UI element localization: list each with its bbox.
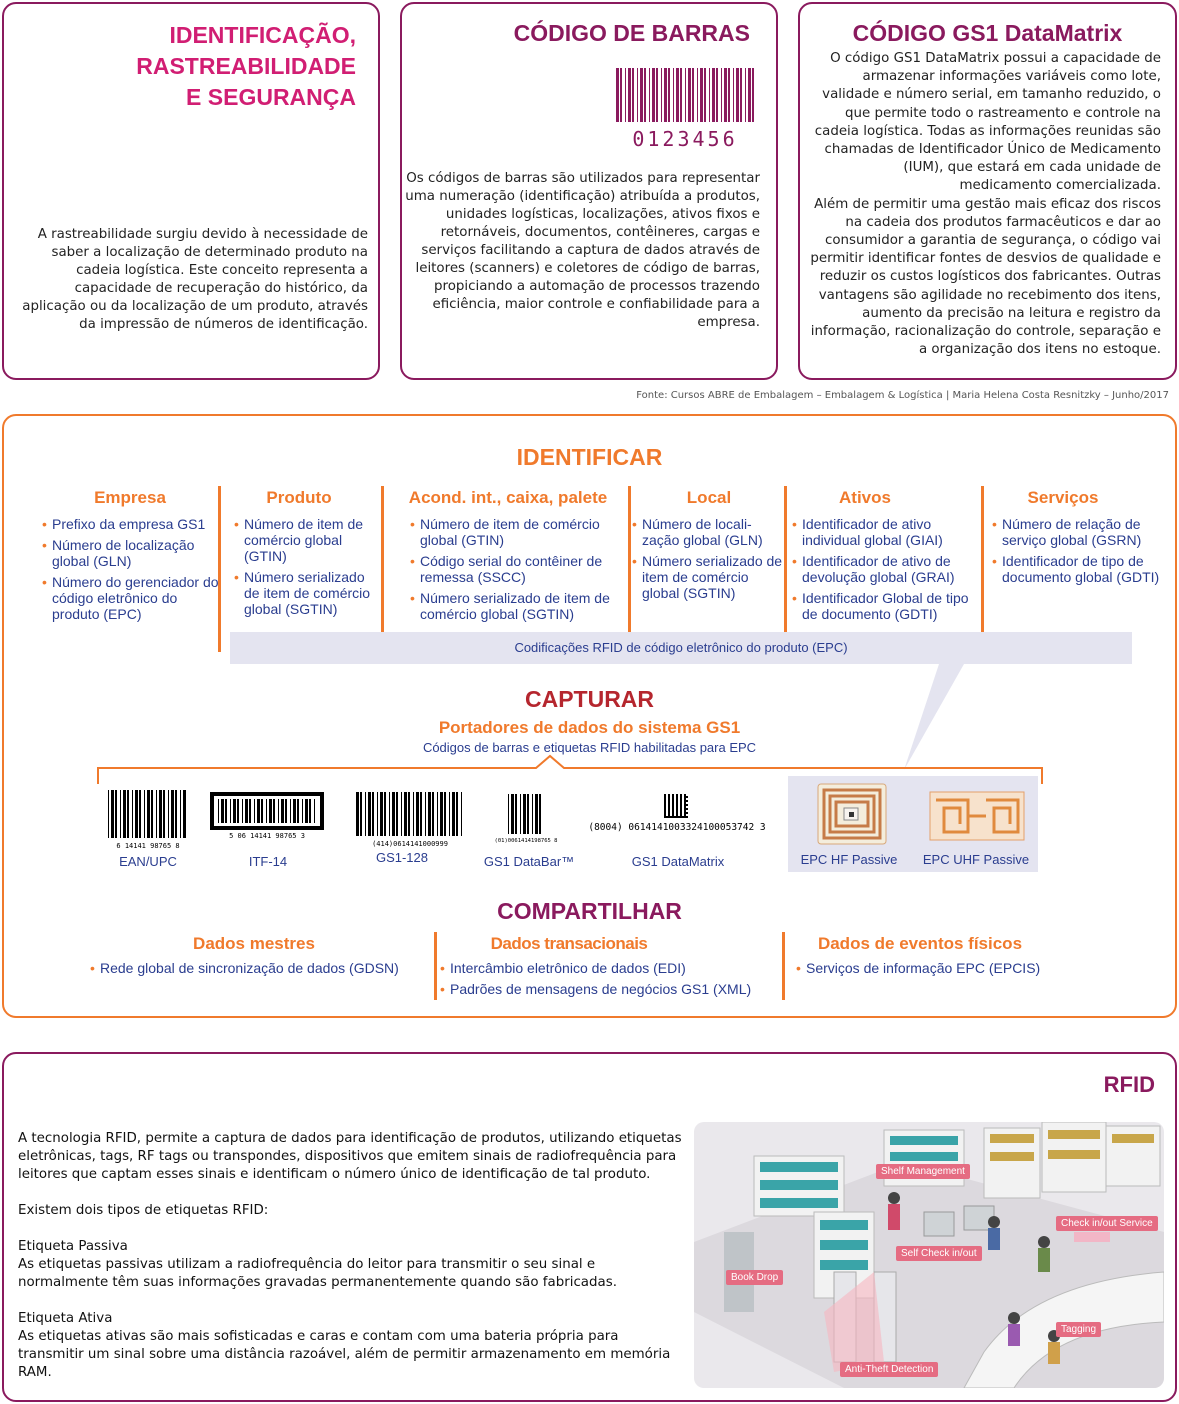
rfid-text: A tecnologia RFID, permite a captura de … <box>18 1131 682 1380</box>
share-divider <box>434 932 437 1000</box>
carrier-label-itf14: ITF-14 <box>248 854 288 869</box>
carrier-label-epc-uhf: EPC UHF Passive <box>922 852 1030 867</box>
carrier-label-gs1-128: GS1-128 <box>375 850 429 865</box>
gs1-databar-barcode: (01)0061414198765 8 <box>495 794 558 844</box>
col-empresa-list: Prefixo da empresa GS1 Número de localiz… <box>42 516 220 627</box>
scene-tag-bookdrop: Book Drop <box>726 1270 784 1285</box>
carrier-label-ean: EAN/UPC <box>119 854 177 869</box>
carriers-title: Portadores de dados do sistema GS1 <box>438 718 741 737</box>
carrier-label-datamatrix: GS1 DataMatrix <box>631 854 725 869</box>
barcode-title: CÓDIGO DE BARRAS <box>513 20 750 46</box>
barcode-text: Os códigos de barras são utilizados para… <box>405 171 760 330</box>
scene-tag-checkinout: Check in/out Service <box>1056 1216 1158 1231</box>
share-master-list: Rede global de sincronização de dados (G… <box>90 960 440 981</box>
rfid-epc-band: Codificações RFID de código eletrônico d… <box>230 632 1132 664</box>
col-servicos-list: Número de relação de serviço global (GSR… <box>992 516 1162 590</box>
epc-uhf-tag-icon <box>929 791 1025 841</box>
datamatrix-title: CÓDIGO GS1 DataMatrix <box>852 20 1123 46</box>
col-produto-list: Número de item de comércio global (GTIN)… <box>234 516 382 622</box>
barcode-illustration: 0123456 <box>616 68 754 150</box>
traceability-title: IDENTIFICAÇÃO, RASTREABILIDADE E SEGURAN… <box>136 22 356 110</box>
svg-text:(01)0061414198765 8: (01)0061414198765 8 <box>495 838 558 844</box>
traceability-text: A rastreabilidade surgiu devido à necess… <box>22 227 368 332</box>
ean-upc-barcode: 6 14141 98765 8 <box>108 790 186 850</box>
rfid-title: RFID <box>1103 1072 1155 1097</box>
carrier-label-epc-hf: EPC HF Passive <box>800 852 898 867</box>
source-credit: Fonte: Cursos ABRE de Embalagem – Embala… <box>636 390 1169 401</box>
col-local-list: Número de locali-zação global (GLN) Núme… <box>632 516 784 606</box>
col-acond-list: Número de item de comércio global (GTIN)… <box>410 516 628 627</box>
col-divider <box>784 486 787 632</box>
svg-text:(8004) 0614141003324100053742: (8004) 0614141003324100053742 3 <box>588 822 765 833</box>
rfid-library-illustration: Shelf Management Check in/out Service Se… <box>694 1122 1164 1388</box>
capture-title: CAPTURAR <box>524 686 655 712</box>
share-transactional-list: Intercâmbio eletrônico de dados (EDI) Pa… <box>440 960 786 1002</box>
col-divider <box>381 486 384 632</box>
col-divider <box>218 486 221 652</box>
library-scene-drawing <box>694 1122 1164 1388</box>
scene-tag-shelf: Shelf Management <box>876 1164 970 1179</box>
carrier-label-databar: GS1 DataBar™ <box>483 854 575 869</box>
col-empresa-title: Empresa <box>94 488 166 507</box>
identify-title: IDENTIFICAR <box>516 444 663 470</box>
gs1-128-barcode: (414)0614141000999 <box>356 792 462 848</box>
traceability-box: IDENTIFICAÇÃO, RASTREABILIDADE E SEGURAN… <box>2 2 380 380</box>
datamatrix-text: O código GS1 DataMatrix possui a capacid… <box>810 51 1161 358</box>
share-divider <box>782 932 785 1000</box>
barcode-digits: 0123456 <box>632 127 737 150</box>
scene-tag-tagging: Tagging <box>1056 1322 1102 1337</box>
gs1-system-panel: IDENTIFICAR Empresa Prefixo da empresa G… <box>2 414 1177 1018</box>
svg-text:5 06 14141 98765 3: 5 06 14141 98765 3 <box>229 832 305 840</box>
col-divider <box>981 486 984 632</box>
svg-text:6 14141 98765 8: 6 14141 98765 8 <box>116 842 179 850</box>
scene-tag-antitheft: Anti-Theft Detection <box>840 1362 939 1377</box>
share-events-list: Serviços de informação EPC (EPCIS) <box>796 960 1096 981</box>
col-divider <box>628 486 631 632</box>
share-transactional-title: Dados transacionais <box>490 934 648 953</box>
col-local-title: Local <box>686 488 732 507</box>
col-acond-title: Acond. int., caixa, palete <box>408 488 608 507</box>
rfid-box: RFID A tecnologia RFID, permite a captur… <box>2 1052 1177 1402</box>
col-ativos-title: Ativos <box>839 488 891 507</box>
col-produto-title: Produto <box>266 488 332 507</box>
col-servicos-title: Serviços <box>1027 488 1099 507</box>
carriers-subtitle: Códigos de barras e etiquetas RFID habil… <box>422 740 757 755</box>
epc-hf-tag-icon <box>817 783 887 845</box>
barcode-box: CÓDIGO DE BARRAS 0123456 Os códigos de b… <box>400 2 778 380</box>
datamatrix-box: CÓDIGO GS1 DataMatrix O código GS1 DataM… <box>798 2 1177 380</box>
gs1-datamatrix-code: (8004) 0614141003324100053742 3 <box>588 794 766 833</box>
share-title: COMPARTILHAR <box>497 898 682 924</box>
share-events-title: Dados de eventos físicos <box>817 934 1023 953</box>
scene-tag-selfcheck: Self Check in/out <box>896 1246 982 1261</box>
col-ativos-list: Identificador de ativo individual global… <box>792 516 982 627</box>
svg-text:(414)0614141000999: (414)0614141000999 <box>372 840 448 848</box>
share-master-title: Dados mestres <box>193 934 315 953</box>
itf14-barcode: 5 06 14141 98765 3 <box>210 792 324 840</box>
